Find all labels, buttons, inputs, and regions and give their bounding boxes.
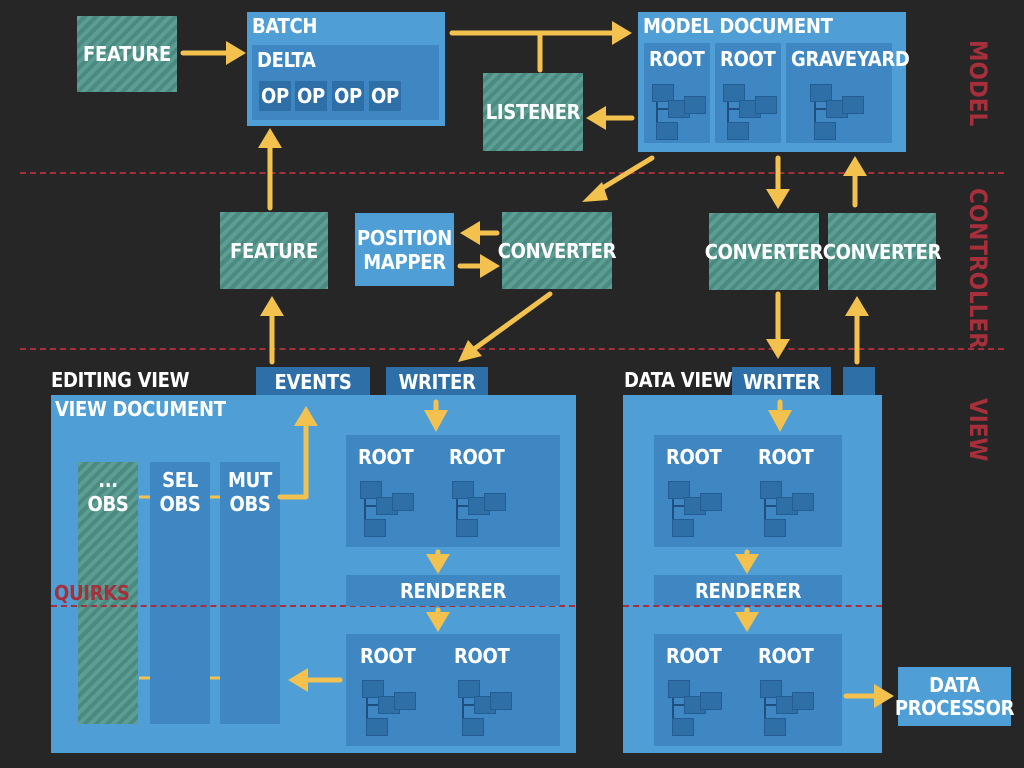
arrowhead [460, 221, 480, 245]
writer-tab-editing[interactable]: WRITER [386, 367, 488, 396]
view-document-label: VIEW DOCUMENT [55, 397, 226, 421]
root-label: ROOT [649, 47, 705, 71]
data-view-divider [623, 605, 882, 607]
tree-icon [362, 680, 422, 740]
tree-icon [452, 481, 512, 541]
renderer-box-editing[interactable]: RENDERER [346, 575, 560, 606]
graveyard-box[interactable]: GRAVEYARD [786, 43, 910, 143]
arrow-observers-to-events [277, 417, 309, 500]
misc-observer-box[interactable]: ... OBS [78, 462, 138, 724]
arrow-converter-to-writer [467, 291, 553, 355]
arrowhead [288, 668, 308, 692]
data-view-title: DATA VIEW [624, 368, 733, 392]
arrowhead [260, 296, 284, 316]
arrow-model-to-converter [593, 155, 655, 195]
renderer-box-data[interactable]: RENDERER [654, 575, 842, 606]
arrowhead [874, 684, 894, 708]
root-label: ROOT [720, 47, 776, 71]
root-label: ROOT [758, 445, 814, 469]
root-label: ROOT [454, 644, 510, 668]
feature-box-model[interactable]: FEATURE [77, 16, 177, 92]
arrowhead [586, 106, 606, 130]
model-document-label: MODEL DOCUMENT [643, 14, 833, 38]
tree-icon [760, 481, 820, 541]
model-document-box[interactable]: MODEL DOCUMENT ROOT ROOT GRAVEYARD [638, 12, 910, 152]
mutation-observer-box[interactable]: MUT OBS [220, 462, 280, 724]
op-box[interactable]: OP [295, 81, 327, 111]
batch-box[interactable]: BATCH DELTA OP OP OP OP [247, 12, 445, 126]
events-tab[interactable]: EVENTS [256, 367, 370, 396]
arrowhead [226, 41, 246, 65]
graveyard-label: GRAVEYARD [791, 47, 910, 71]
arrowhead [458, 340, 482, 362]
op-box[interactable]: OP [369, 81, 401, 111]
data-processor-box[interactable]: DATA PROCESSOR [895, 667, 1014, 726]
quirks-label: QUIRKS [54, 581, 130, 605]
op-box[interactable]: OP [259, 81, 291, 111]
root-label: ROOT [449, 445, 505, 469]
tree-icon [723, 84, 783, 144]
op-box[interactable]: OP [332, 81, 364, 111]
editing-view-title: EDITING VIEW [51, 368, 190, 392]
selection-observer-box[interactable]: SEL OBS [150, 462, 210, 724]
tree-icon [458, 680, 518, 740]
arrowhead [294, 406, 318, 426]
root-label: ROOT [666, 644, 722, 668]
arrowhead [766, 339, 790, 359]
tree-icon [668, 481, 728, 541]
arrowhead [426, 612, 450, 632]
root-label: ROOT [758, 644, 814, 668]
delta-label: DELTA [257, 48, 316, 72]
converter-box-data-down[interactable]: CONVERTER [705, 213, 824, 290]
tree-icon [760, 680, 820, 740]
reader-tab[interactable] [843, 367, 875, 396]
arrowhead [424, 410, 448, 432]
feature-box-controller[interactable]: FEATURE [220, 212, 328, 289]
controller-view-divider [20, 348, 1004, 350]
writer-tab-data[interactable]: WRITER [732, 367, 831, 396]
arrowhead [845, 296, 869, 316]
arrowhead [735, 554, 759, 574]
arrowhead [766, 189, 790, 209]
delta-box[interactable]: DELTA OP OP OP OP [252, 45, 439, 120]
position-mapper-box[interactable]: POSITION MAPPER [355, 213, 454, 286]
arrowhead [258, 128, 282, 148]
batch-label: BATCH [252, 14, 318, 38]
quirks-divider [51, 605, 575, 607]
root-label: ROOT [666, 445, 722, 469]
arrowhead [480, 254, 500, 278]
arrowhead [612, 21, 632, 45]
tree-icon [360, 481, 420, 541]
tree-icon [810, 84, 870, 144]
arrowhead [843, 156, 867, 176]
tree-icon [668, 680, 728, 740]
root-label: ROOT [360, 644, 416, 668]
arrowhead [582, 182, 608, 202]
converter-box-editing[interactable]: CONVERTER [498, 212, 617, 289]
arrowhead [768, 410, 792, 432]
root-label: ROOT [358, 445, 414, 469]
arrowhead [735, 612, 759, 632]
model-controller-divider [20, 172, 1004, 174]
listener-box[interactable]: LISTENER [483, 73, 583, 151]
arrowhead [426, 554, 450, 574]
tree-icon [652, 84, 712, 144]
converter-box-data-up[interactable]: CONVERTER [823, 213, 942, 290]
